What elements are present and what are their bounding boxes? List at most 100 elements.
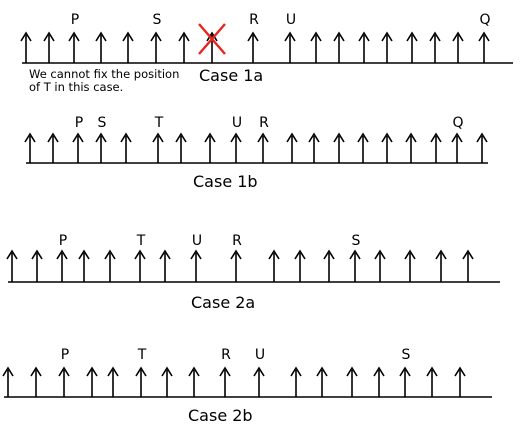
seat-arrow-head-icon <box>175 132 187 143</box>
seat-arrow-head-icon <box>230 132 242 143</box>
seat-arrow-head-icon <box>399 366 411 377</box>
person-label-r: R <box>249 12 259 28</box>
seat-arrow-head-icon <box>406 31 418 42</box>
case-1a-note-line-2: of T in this case. <box>29 80 124 94</box>
person-label-s: S <box>402 347 411 363</box>
seat-arrow-head-icon <box>6 249 18 260</box>
person-label-t: T <box>137 347 147 363</box>
case-1b-caption: Case 1b <box>193 172 258 191</box>
seat-arrow-head-icon <box>86 366 98 377</box>
person-label-q: Q <box>479 12 490 28</box>
case-1a-caption: Case 1a <box>199 66 264 85</box>
seat-arrow-head-icon <box>310 31 322 42</box>
seat-arrow-head-icon <box>43 31 55 42</box>
person-label-u: U <box>232 115 242 131</box>
seat-arrow-head-icon <box>476 132 488 143</box>
seat-arrow-head-icon <box>247 31 259 42</box>
seat-arrow-head-icon <box>462 249 474 260</box>
seat-arrow-head-icon <box>95 31 107 42</box>
seat-arrow-head-icon <box>58 366 70 377</box>
seat-arrow-head-icon <box>122 31 134 42</box>
seat-arrow-head-icon <box>435 249 447 260</box>
person-label-u: U <box>192 233 202 249</box>
person-label-r: R <box>232 233 242 249</box>
seat-arrow-head-icon <box>253 366 265 377</box>
seat-arrow-head-icon <box>357 132 369 143</box>
person-label-r: R <box>259 115 269 131</box>
person-label-p: P <box>75 115 83 131</box>
case-2a-caption: Case 2a <box>191 293 256 312</box>
person-label-s: S <box>153 12 162 28</box>
seat-arrow-head-icon <box>159 249 171 260</box>
person-label-q: Q <box>452 115 463 131</box>
seat-arrow-head-icon <box>452 31 464 42</box>
seat-arrow-head-icon <box>286 132 298 143</box>
seat-arrow-head-icon <box>373 366 385 377</box>
seat-arrow-head-icon <box>47 132 59 143</box>
seat-arrow-head-icon <box>333 31 345 42</box>
seat-arrow-head-icon <box>72 132 84 143</box>
seat-arrow-head-icon <box>120 132 132 143</box>
seat-arrow-head-icon <box>381 132 393 143</box>
person-label-u: U <box>255 347 265 363</box>
seat-arrow-head-icon <box>404 249 416 260</box>
seat-arrow-head-icon <box>24 132 36 143</box>
person-label-p: P <box>59 233 67 249</box>
person-label-s: S <box>98 115 107 131</box>
seat-arrow-head-icon <box>426 366 438 377</box>
person-label-p: P <box>71 12 79 28</box>
seat-arrow-head-icon <box>68 31 80 42</box>
seat-arrow-head-icon <box>349 249 361 260</box>
seat-arrow-head-icon <box>219 366 231 377</box>
seat-arrow-head-icon <box>188 366 200 377</box>
seat-arrow-head-icon <box>230 249 242 260</box>
case-1a-note-line-1: We cannot fix the position <box>29 67 180 81</box>
seat-arrow-head-icon <box>290 366 302 377</box>
person-label-t: T <box>154 115 164 131</box>
seat-arrow-head-icon <box>430 132 442 143</box>
seat-arrow-head-icon <box>150 31 162 42</box>
seat-arrow-head-icon <box>381 31 393 42</box>
seat-arrow-head-icon <box>294 249 306 260</box>
seat-arrow-head-icon <box>134 249 146 260</box>
seat-arrow-head-icon <box>78 249 90 260</box>
seat-arrow-head-icon <box>358 31 370 42</box>
seat-arrow-head-icon <box>20 31 32 42</box>
seat-arrow-head-icon <box>257 132 269 143</box>
seat-arrow-head-icon <box>454 366 466 377</box>
seat-arrow-head-icon <box>268 249 280 260</box>
seat-arrow-head-icon <box>323 249 335 260</box>
seat-arrow-head-icon <box>316 366 328 377</box>
seat-arrow-head-icon <box>206 31 218 42</box>
seat-arrow-head-icon <box>333 132 345 143</box>
seat-arrow-head-icon <box>429 31 441 42</box>
seat-arrow-head-icon <box>2 366 14 377</box>
case-1a-note: We cannot fix the position of T in this … <box>29 68 179 94</box>
seat-arrow-head-icon <box>190 249 202 260</box>
seat-arrow-head-icon <box>405 132 417 143</box>
person-label-t: T <box>136 233 146 249</box>
seat-arrow-head-icon <box>478 31 490 42</box>
seat-arrow-head-icon <box>284 31 296 42</box>
seat-arrow-head-icon <box>152 132 164 143</box>
seat-arrow-head-icon <box>95 132 107 143</box>
seat-arrow-head-icon <box>56 249 68 260</box>
cross-mark-icon <box>198 23 226 55</box>
seat-arrow-head-icon <box>107 366 119 377</box>
seat-arrow-head-icon <box>135 366 147 377</box>
person-label-p: P <box>61 347 69 363</box>
seat-arrow-head-icon <box>346 366 358 377</box>
case-2b-caption: Case 2b <box>188 406 253 425</box>
person-label-u: U <box>286 12 296 28</box>
seat-arrow-head-icon <box>204 132 216 143</box>
seat-arrow-head-icon <box>308 132 320 143</box>
seat-arrow-head-icon <box>30 366 42 377</box>
seat-arrow-head-icon <box>374 249 386 260</box>
seat-arrow-head-icon <box>104 249 116 260</box>
seat-arrow-head-icon <box>161 366 173 377</box>
seat-arrow-head-icon <box>31 249 43 260</box>
person-label-r: R <box>221 347 231 363</box>
seat-arrow-head-icon <box>178 31 190 42</box>
